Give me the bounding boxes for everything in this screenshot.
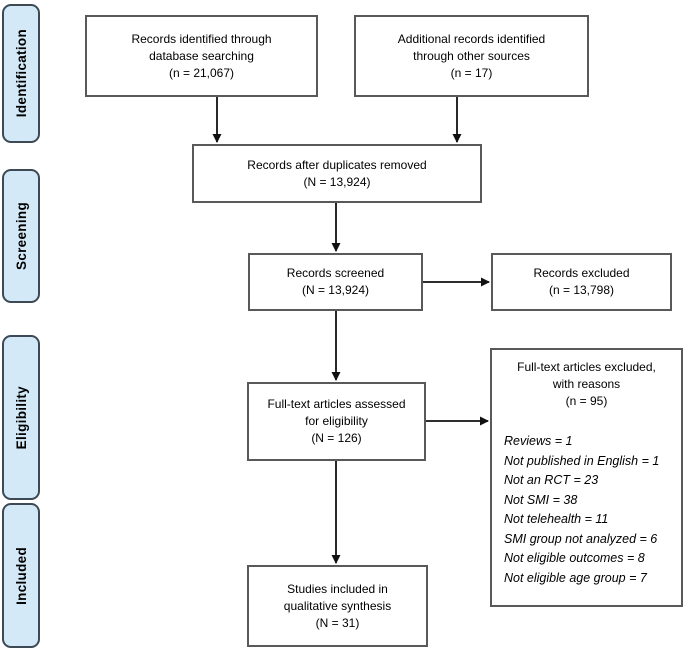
stage-label-screening: Screening xyxy=(2,169,40,303)
box-text-line: Records after duplicates removed xyxy=(247,157,427,172)
box-count: (n = 95) xyxy=(565,394,608,408)
box-text-line: through other sources xyxy=(413,48,530,63)
stage-label-text: Screening xyxy=(13,202,29,270)
box-text-line: Full-text articles assessed xyxy=(267,397,406,411)
box-records-screened: Records screened (N = 13,924) xyxy=(248,253,423,311)
box-text-line: Studies included in xyxy=(287,581,388,596)
box-text-line: Full-text articles excluded, xyxy=(517,360,656,374)
box-count: (n = 13,798) xyxy=(548,283,615,297)
exclusion-reason-item: Not published in English = 1 xyxy=(504,453,660,468)
box-count: (N = 13,924) xyxy=(303,174,371,189)
stage-label-text: Identification xyxy=(13,29,29,118)
stage-label-included: Included xyxy=(2,503,40,648)
box-count: (N = 13,924) xyxy=(301,283,370,297)
box-count: (n = 17) xyxy=(450,65,493,80)
box-text-line: for eligibility xyxy=(305,414,368,428)
exclusion-reason-item: Not eligible outcomes = 8 xyxy=(504,551,645,565)
exclusion-reason-item: SMI group not analyzed = 6 xyxy=(504,531,658,546)
box-text-line: database searching xyxy=(149,48,254,63)
box-records-identified: Records identified through database sear… xyxy=(85,15,318,97)
stage-label-eligibility: Eligibility xyxy=(2,335,40,500)
box-text-line: qualitative synthesis xyxy=(283,598,392,613)
stage-label-identification: Identification xyxy=(2,4,40,143)
box-fulltext-excluded-reasons: Full-text articles excluded, with reason… xyxy=(490,348,683,607)
box-text-line: with reasons xyxy=(552,377,621,391)
box-fulltext-assessed: Full-text articles assessed for eligibil… xyxy=(247,382,426,461)
exclusion-reason-item: Not telehealth = 11 xyxy=(504,512,609,526)
box-text-line: Records identified through xyxy=(131,31,272,46)
stage-label-text: Eligibility xyxy=(13,385,29,450)
box-text-line: Records excluded xyxy=(533,266,630,280)
exclusion-reason-item: Not eligible age group = 7 xyxy=(504,570,647,585)
box-text-line: Additional records identified xyxy=(397,31,546,46)
box-count: (N = 126) xyxy=(311,431,362,445)
box-count: (N = 31) xyxy=(315,615,360,630)
exclusion-reason-item: Not an RCT = 23 xyxy=(504,473,599,487)
exclusion-reason-item: Reviews = 1 xyxy=(504,434,573,448)
exclusion-reason-item: Not SMI = 38 xyxy=(504,492,578,507)
box-text-line: Records screened xyxy=(286,266,385,280)
box-additional-records: Additional records identified through ot… xyxy=(354,15,589,97)
box-records-excluded: Records excluded (n = 13,798) xyxy=(491,253,672,311)
box-count: (n = 21,067) xyxy=(168,65,235,80)
box-duplicates-removed: Records after duplicates removed (N = 13… xyxy=(192,144,482,203)
stage-label-text: Included xyxy=(13,546,29,605)
exclusion-reasons-list: Reviews = 1 Not published in English = 1… xyxy=(492,432,681,588)
box-studies-included: Studies included in qualitative synthesi… xyxy=(247,565,428,647)
